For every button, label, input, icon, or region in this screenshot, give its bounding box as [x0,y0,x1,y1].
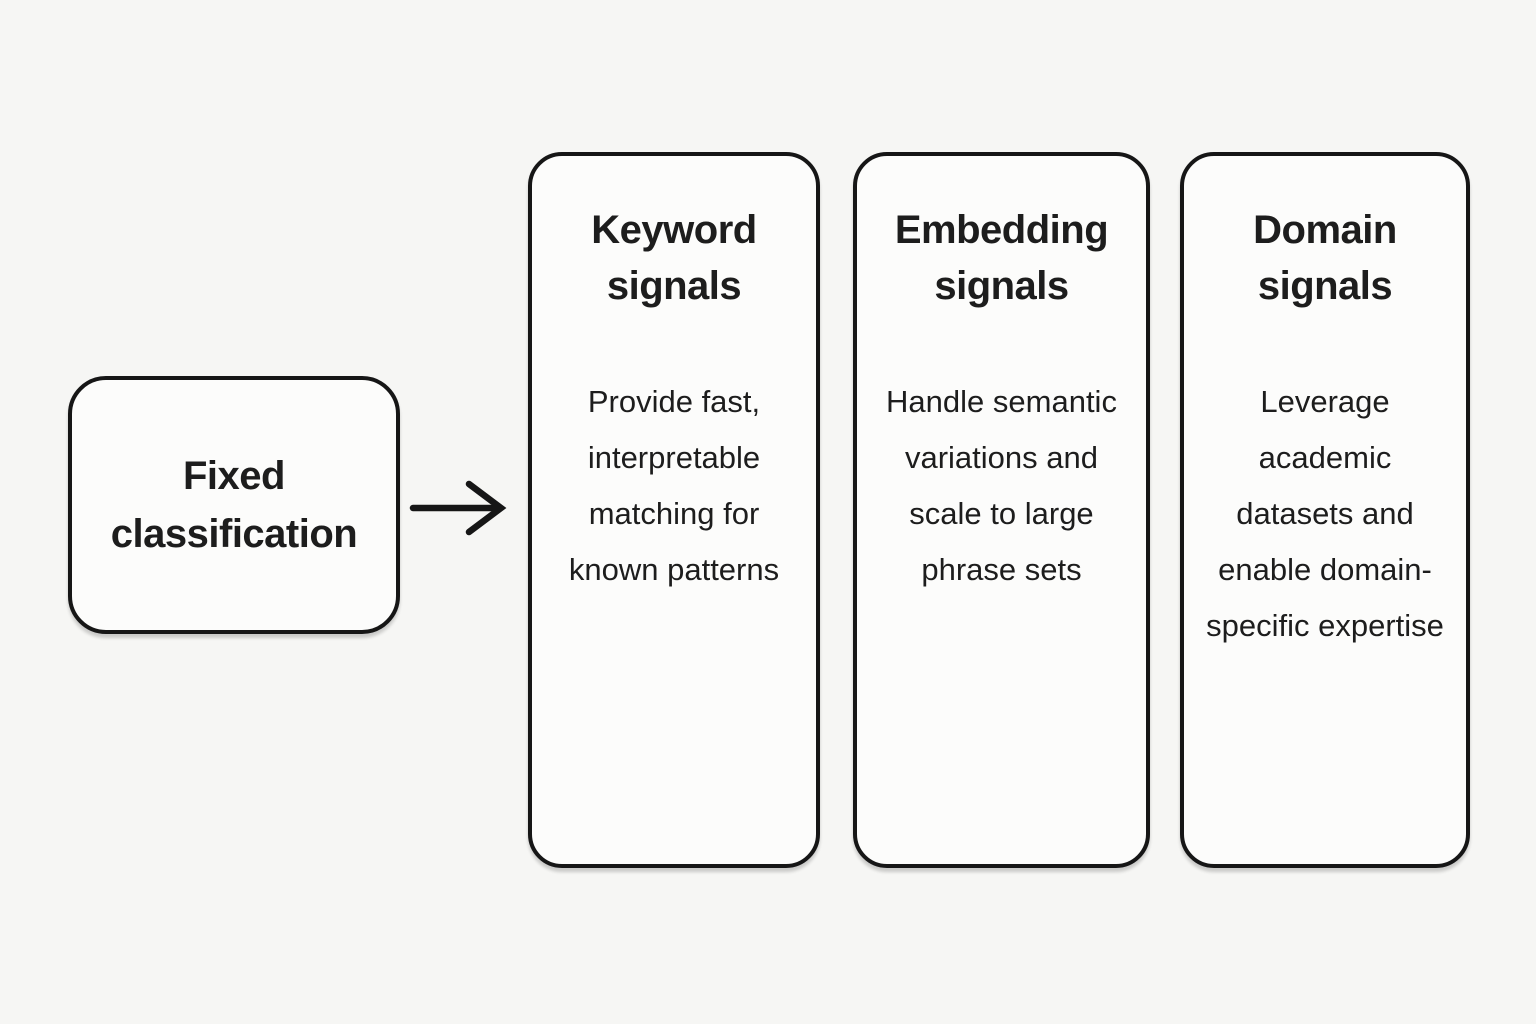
fixed-classification-label: Fixed classification [110,454,358,556]
domain-signals-description: Leverage academic datasets and enable do… [1206,384,1444,643]
keyword-signals-title: Keyword signals [591,208,757,308]
domain-signals-card: Domain signals Leverage academic dataset… [1180,152,1470,868]
embedding-signals-title: Embedding signals [894,208,1109,308]
domain-signals-title: Domain signals [1253,208,1397,308]
fixed-classification-box: Fixed classification [68,376,400,634]
keyword-signals-card: Keyword signals Provide fast, interpreta… [528,152,820,868]
embedding-signals-description: Handle semantic variations and scale to … [886,384,1117,587]
keyword-signals-description: Provide fast, interpretable matching for… [568,384,780,587]
right-arrow-icon [409,480,507,536]
embedding-signals-card: Embedding signals Handle semantic variat… [853,152,1150,868]
